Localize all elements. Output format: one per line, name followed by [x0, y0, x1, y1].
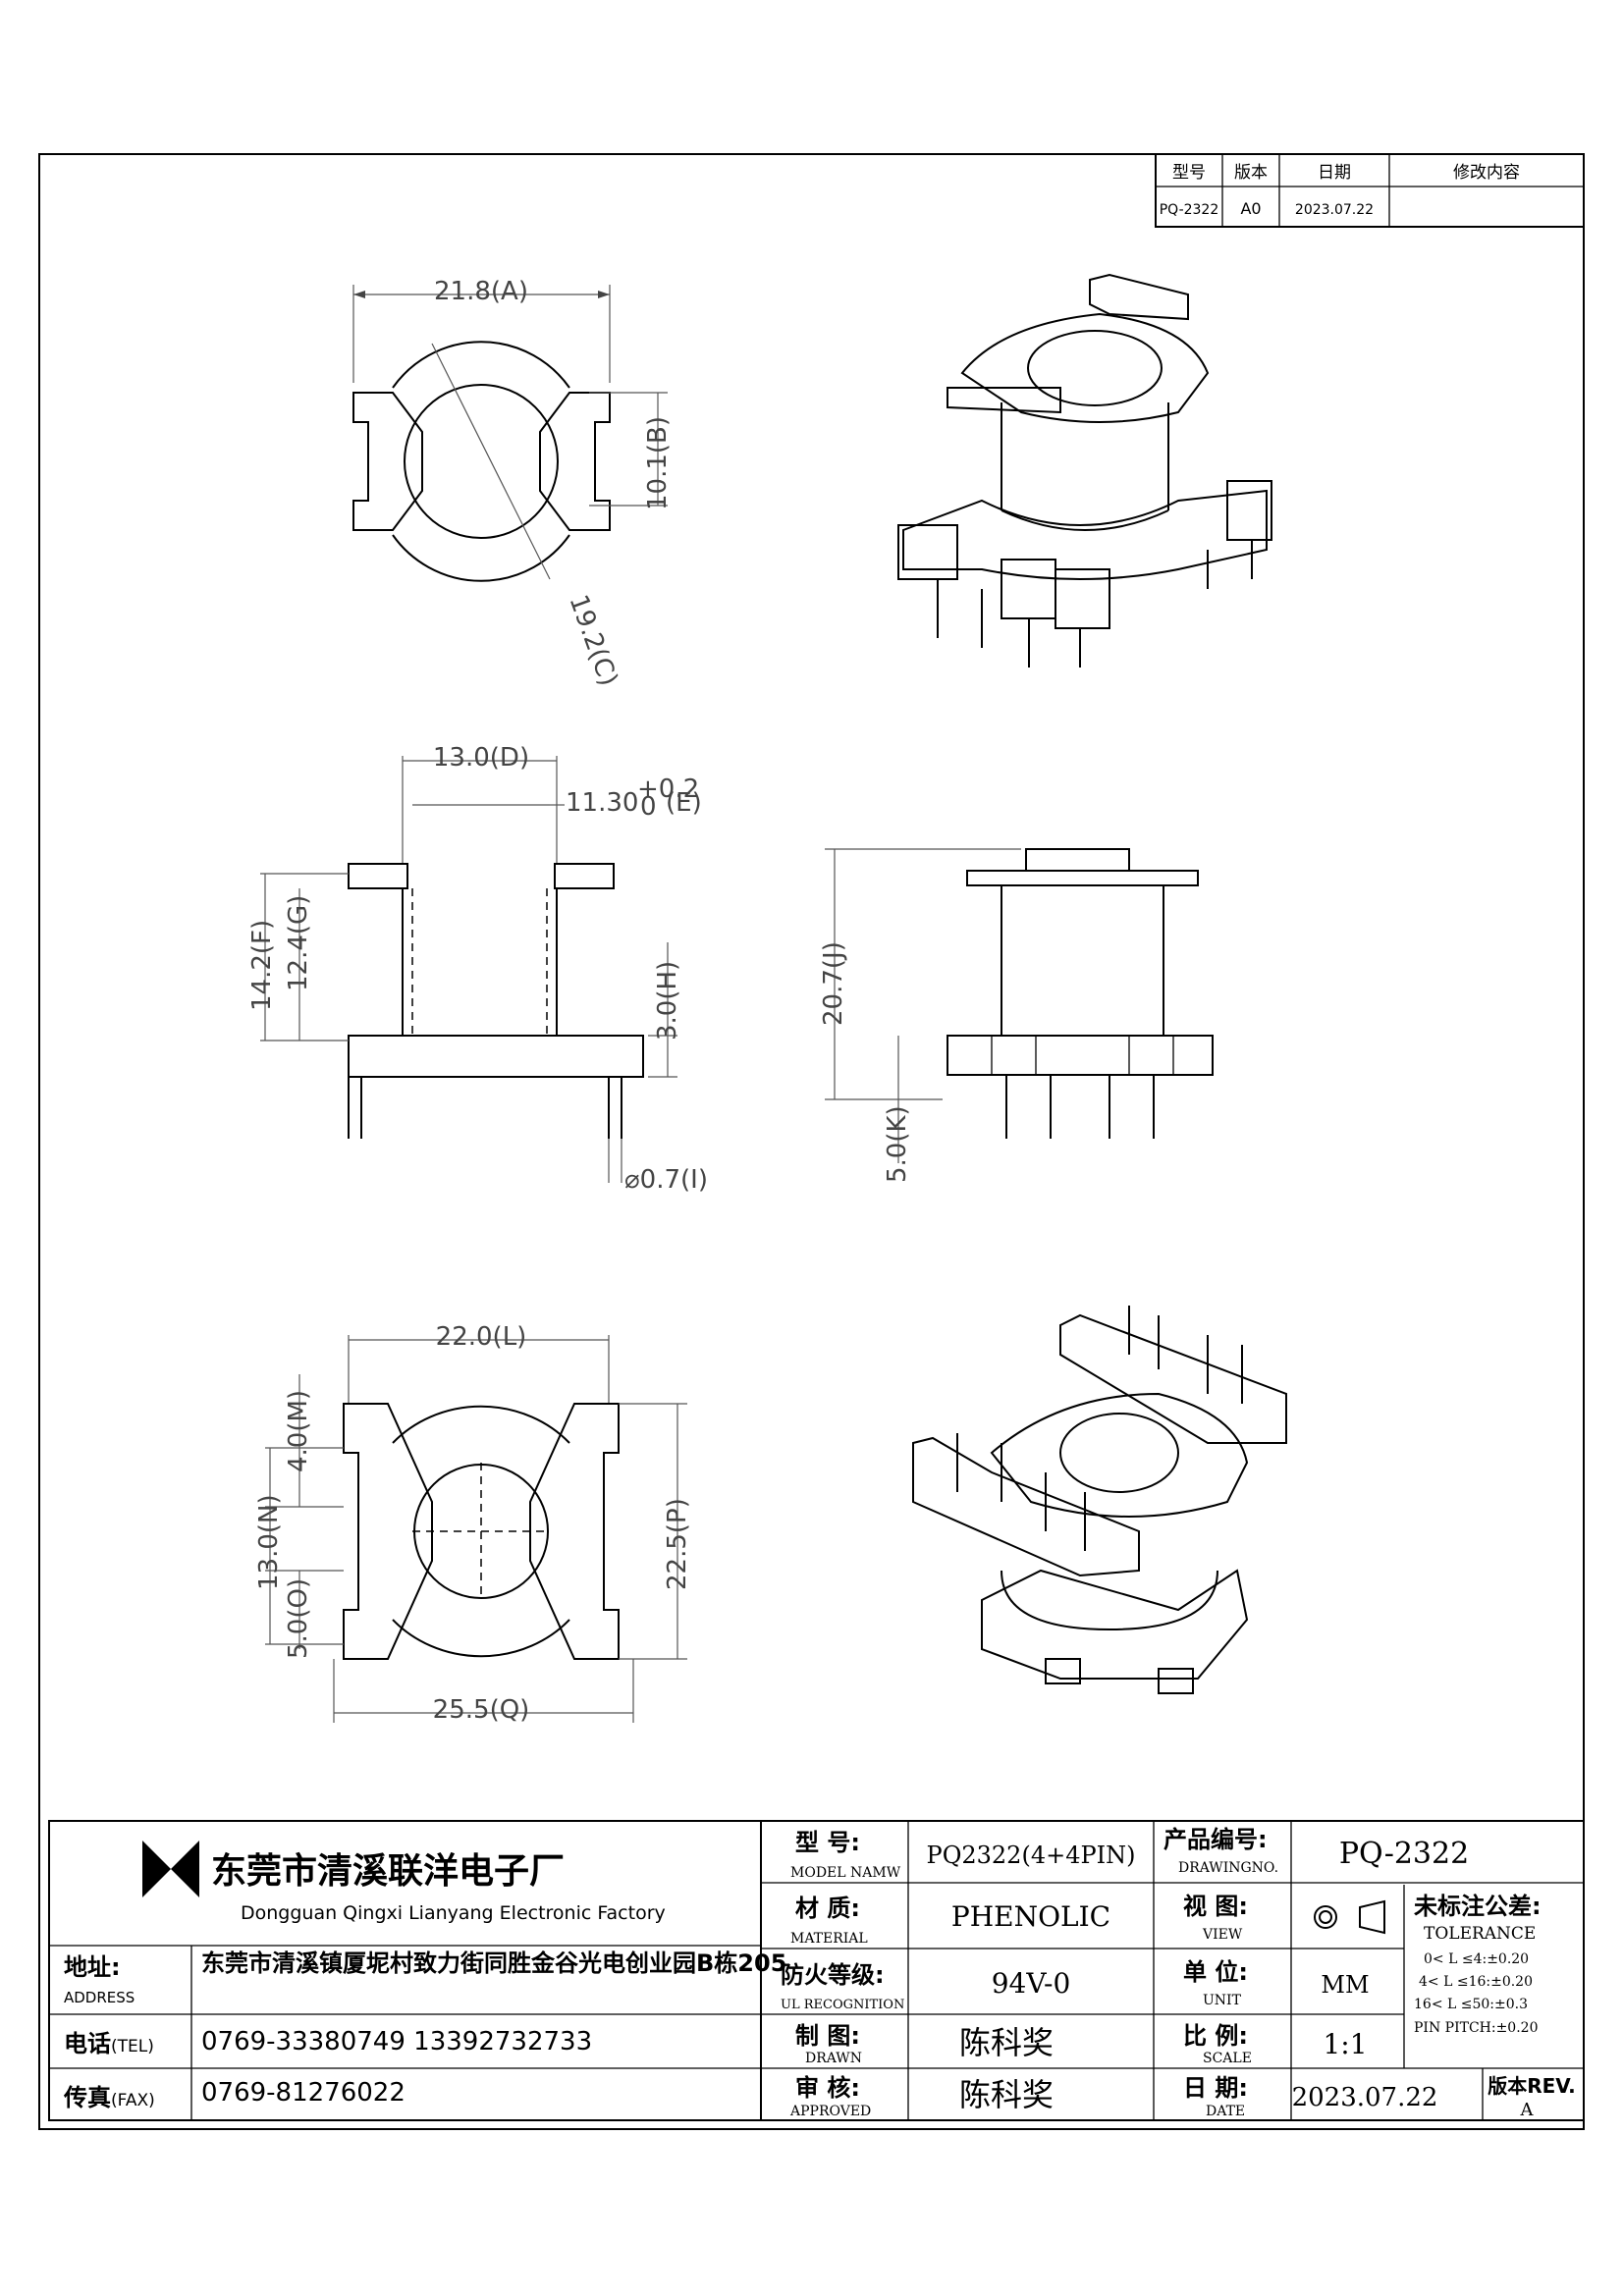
dim-E-value: 11.30: [566, 788, 638, 818]
bottom-view: 22.0(L) 4.0(M) 13.0(N) 5.0(O) 22.5(P) 25…: [254, 1322, 692, 1725]
drawing-frame: [38, 153, 1585, 2130]
material-label: 材 质:: [795, 1895, 860, 1922]
rev-header-model: 型号: [1172, 163, 1206, 183]
tolerance-line: 0< L ≤4:±0.20: [1424, 1951, 1529, 1967]
dim-E-label: (E): [666, 788, 702, 818]
model-label-en: MODEL NAMW: [790, 1865, 901, 1881]
dim-P: 22.5(P): [663, 1498, 692, 1590]
view-label: 视 图:: [1183, 1893, 1248, 1920]
dim-H: 3.0(H): [653, 961, 682, 1041]
dim-G: 12.4(G): [284, 895, 313, 991]
address-value: 东莞市清溪镇厦坭村致力街同胜金谷光电创业园B栋205: [201, 1949, 786, 1977]
ul-label: 防火等级:: [781, 1961, 885, 1989]
ul-value: 94V-0: [992, 1967, 1071, 2000]
rev-cell-version: A0: [1240, 199, 1261, 218]
rev-header-date: 日期: [1318, 163, 1351, 183]
company-name-en: Dongguan Qingxi Lianyang Electronic Fact…: [241, 1902, 666, 1924]
drawn-label-en: DRAWN: [805, 2051, 862, 2066]
iso-view-top: [897, 273, 1272, 667]
model-label: 型 号:: [795, 1829, 860, 1856]
company-name-cn: 东莞市清溪联洋电子厂: [211, 1851, 565, 1892]
tolerance-line: 4< L ≤16:±0.20: [1419, 1974, 1533, 1990]
dim-E-tol-lower: 0: [640, 792, 657, 822]
rev-cell-date: 2023.07.22: [1295, 202, 1374, 218]
top-view: 21.8(A) 19.2(C) 10.1(B): [352, 277, 673, 690]
date-label-en: DATE: [1206, 2104, 1245, 2119]
date-label: 日 期:: [1183, 2074, 1248, 2102]
scale-value: 1:1: [1323, 2028, 1367, 2060]
unit-value: MM: [1321, 1971, 1369, 1999]
dim-B: 10.1(B): [643, 416, 673, 510]
dim-E-tol-upper: +0.2: [637, 774, 699, 804]
rev-value: A: [1520, 2100, 1535, 2120]
dim-J: 20.7(J): [819, 941, 848, 1026]
approved-value: 陈科奖: [959, 2076, 1054, 2113]
company-logo: [142, 1841, 199, 1897]
revision-table: 型号 版本 日期 修改内容 PQ-2322 A0 2023.07.22: [1155, 153, 1585, 228]
address-label: 地址:: [64, 1953, 121, 1981]
tolerance-label: 未标注公差:: [1414, 1893, 1542, 1920]
unit-label-en: UNIT: [1203, 1993, 1242, 2008]
front-view: 13.0(D) 11.30 +0.2 0 (E) 14.2(F) 12.4(G)…: [247, 743, 708, 1195]
scale-label-en: SCALE: [1203, 2051, 1252, 2066]
material-value: PHENOLIC: [951, 1900, 1110, 1933]
scale-label: 比 例:: [1183, 2022, 1248, 2050]
dim-N: 13.0(N): [254, 1494, 284, 1590]
ul-label-en: UL RECOGNITION: [781, 1998, 904, 2012]
view-label-en: VIEW: [1202, 1927, 1243, 1943]
rev-header-version: 版本: [1234, 163, 1268, 183]
drawing-no-value: PQ-2322: [1339, 1837, 1469, 1871]
model-value: PQ2322(4+4PIN): [927, 1842, 1136, 1869]
tel-label-en: (TEL): [111, 2037, 154, 2056]
unit-label: 单 位:: [1183, 1958, 1248, 1986]
dim-I: ⌀0.7(I): [624, 1165, 708, 1195]
iso-view-bottom: [912, 1306, 1287, 1694]
fax-label: 传真: [63, 2084, 111, 2111]
rev-header-changes: 修改内容: [1453, 163, 1520, 183]
title-block: 东莞市清溪联洋电子厂 Dongguan Qingxi Lianyang Elec…: [48, 1820, 1585, 2121]
tolerance-line: 16< L ≤50:±0.3: [1414, 1997, 1528, 2012]
tolerance-line: PIN PITCH:±0.20: [1414, 2020, 1538, 2036]
projection-symbol-icon: [1314, 1899, 1385, 1935]
address-label-en: ADDRESS: [64, 1989, 135, 2006]
date-value: 2023.07.22: [1292, 2083, 1438, 2112]
rev-cell-model: PQ-2322: [1160, 202, 1219, 218]
fax-label-en: (FAX): [111, 2091, 155, 2110]
dim-L: 22.0(L): [436, 1322, 527, 1352]
dim-K: 5.0(K): [883, 1105, 912, 1183]
dim-A: 21.8(A): [434, 277, 528, 306]
material-label-en: MATERIAL: [790, 1931, 868, 1947]
dim-Q: 25.5(Q): [433, 1695, 530, 1725]
approved-label-en: APPROVED: [789, 2104, 871, 2119]
drawn-label: 制 图:: [795, 2022, 860, 2050]
dim-O: 5.0(O): [284, 1578, 313, 1659]
drawing-no-label: 产品编号:: [1163, 1826, 1268, 1853]
dim-M: 4.0(M): [284, 1390, 313, 1472]
fax-value: 0769-81276022: [201, 2078, 406, 2108]
dim-C: 19.2(C): [563, 591, 622, 690]
drawing-no-label-en: DRAWINGNO.: [1178, 1860, 1278, 1876]
tel-value: 0769-33380749 13392732733: [201, 2027, 592, 2056]
tel-label: 电话: [64, 2030, 111, 2057]
rev-label: 版本REV.: [1488, 2074, 1576, 2098]
approved-label: 审 核:: [795, 2074, 860, 2102]
tolerance-label-en: TOLERANCE: [1424, 1924, 1536, 1944]
dim-F: 14.2(F): [247, 920, 277, 1011]
dim-D: 13.0(D): [433, 743, 529, 773]
side-view: 20.7(J) 5.0(K): [819, 848, 1214, 1183]
drawn-value: 陈科奖: [959, 2024, 1054, 2061]
